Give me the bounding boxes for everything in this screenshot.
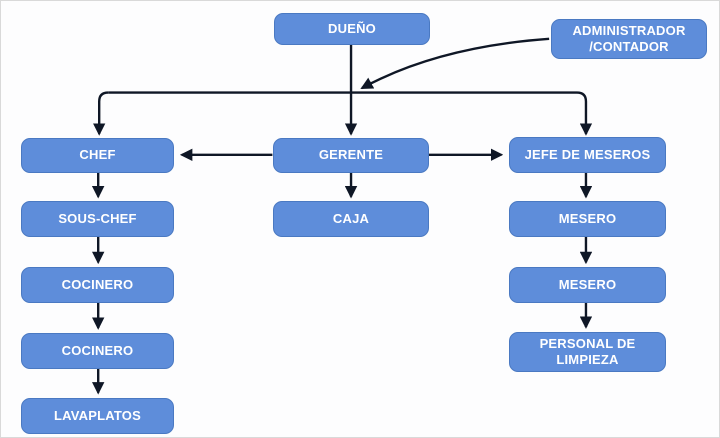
node-jefe-de-meseros[interactable]: JEFE DE MESEROS <box>509 137 666 173</box>
node-label: LAVAPLATOS <box>54 407 141 423</box>
node-label: MESERO <box>558 276 617 292</box>
node-cocinero-2[interactable]: COCINERO <box>21 333 174 369</box>
node-cocinero-1[interactable]: COCINERO <box>21 267 174 303</box>
node-label: DUEÑO <box>328 20 376 36</box>
edge-admin-junction <box>360 37 550 90</box>
node-label: CHEF <box>79 147 116 163</box>
edge-dueno-chef <box>92 91 109 136</box>
node-administrador-contador[interactable]: ADMINISTRADOR /CONTADOR <box>551 19 707 59</box>
edge-dueno-jefe-meseros <box>576 91 593 136</box>
node-sous-chef[interactable]: SOUS-CHEF <box>21 201 174 237</box>
node-label: SOUS-CHEF <box>58 210 137 226</box>
node-label-line1: PERSONAL DE <box>539 335 636 351</box>
node-label-line1: ADMINISTRADOR <box>572 22 686 38</box>
node-label: COCINERO <box>61 342 134 358</box>
node-dueno[interactable]: DUEÑO <box>274 13 430 45</box>
node-caja[interactable]: CAJA <box>273 201 429 237</box>
node-lavaplatos[interactable]: LAVAPLATOS <box>21 398 174 434</box>
node-chef[interactable]: CHEF <box>21 138 174 173</box>
node-mesero-1[interactable]: MESERO <box>509 201 666 237</box>
node-label: COCINERO <box>61 276 134 292</box>
node-mesero-2[interactable]: MESERO <box>509 267 666 303</box>
node-label: MESERO <box>558 210 617 226</box>
node-gerente[interactable]: GERENTE <box>273 138 429 173</box>
node-label-line2: LIMPIEZA <box>556 352 619 367</box>
node-label: CAJA <box>332 210 370 226</box>
node-label-line2: /CONTADOR <box>589 39 669 54</box>
node-label: GERENTE <box>318 147 384 163</box>
node-personal-de-limpieza[interactable]: PERSONAL DE LIMPIEZA <box>509 332 666 372</box>
node-label: JEFE DE MESEROS <box>524 146 651 162</box>
